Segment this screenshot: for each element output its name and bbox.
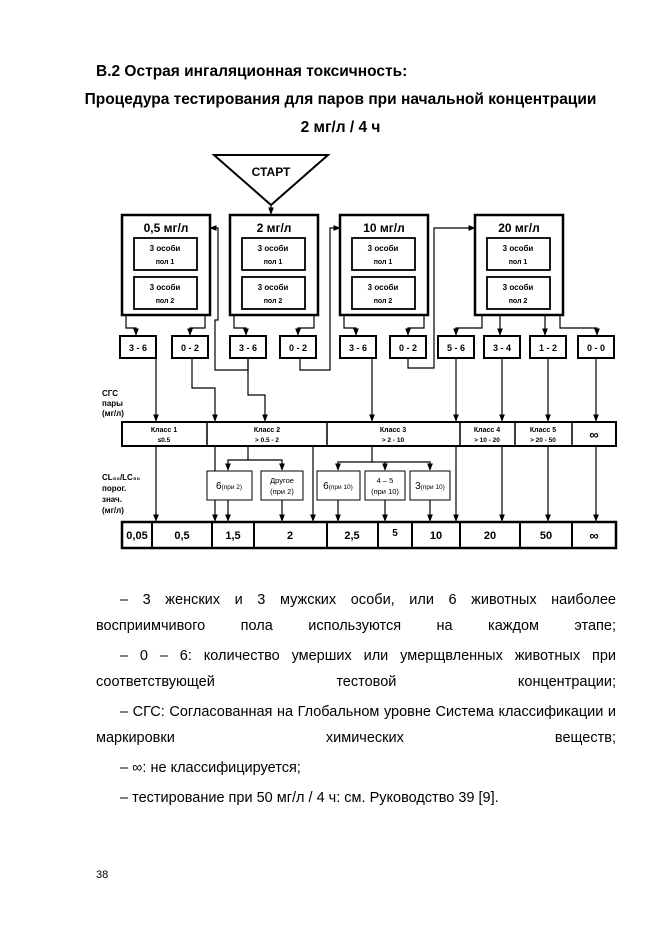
outcome-label: 3 - 4: [493, 343, 511, 353]
svg-text:3 особи: 3 особи: [503, 283, 534, 292]
class-name: Класс 1: [151, 427, 177, 434]
stage-concentration: 20 мг/л: [498, 221, 540, 235]
svg-text:6(при 2): 6(при 2): [216, 481, 242, 492]
scale-value: 50: [540, 530, 552, 542]
svg-text:пол 2: пол 2: [374, 298, 393, 305]
svg-text:3(при 10): 3(при 10): [415, 481, 445, 492]
svg-text:пол 2: пол 2: [509, 298, 528, 305]
scale-value: 10: [430, 530, 442, 542]
stage-concentration: 0,5 мг/л: [144, 221, 189, 235]
section-heading: B.2 Острая ингаляционная токсичность:: [96, 63, 408, 80]
stage-box-4: 20 мг/л 3 особи пол 1 3 особи пол 2: [473, 213, 565, 317]
class-range: > 2 - 10: [382, 437, 405, 444]
svg-text:3 особи: 3 особи: [368, 283, 399, 292]
svg-text:пол 1: пол 1: [509, 259, 528, 266]
svg-text:CL₅₀/LC₅₀: CL₅₀/LC₅₀: [102, 473, 140, 482]
svg-text:3 особи: 3 особи: [258, 244, 289, 253]
svg-text:порог.: порог.: [102, 484, 126, 493]
class-range: ≤0.5: [158, 437, 171, 444]
note-item: – СГС: Согласованная на Глобальном уровн…: [96, 704, 616, 746]
class-range: > 0.5 - 2: [255, 437, 279, 444]
outcome-label: 1 - 2: [539, 343, 557, 353]
page-number: 38: [96, 869, 109, 881]
scale-value: ∞: [589, 528, 598, 543]
class-range: > 20 - 50: [530, 437, 556, 444]
outcome-label: 3 - 6: [129, 343, 147, 353]
note-item: – 3 женских и 3 мужских особи, или 6 жив…: [96, 592, 616, 634]
svg-text:(мг/л): (мг/л): [102, 506, 124, 515]
scale-value: 5: [392, 528, 398, 539]
class-range: > 10 - 20: [474, 437, 500, 444]
start-triangle: [211, 154, 331, 207]
scale-value: 2,5: [344, 530, 359, 542]
svg-text:(при 10): (при 10): [371, 487, 399, 496]
procedure-title-concentration: 2 мг/л / 4 ч: [300, 119, 381, 136]
svg-text:3 особи: 3 особи: [503, 244, 534, 253]
outcome-label: 0 - 2: [289, 343, 307, 353]
svg-text:3 особи: 3 особи: [258, 283, 289, 292]
stage-box-1: 0,5 мг/л 3 особи пол 1 3 особи пол 2: [120, 213, 212, 317]
note-item: – тестирование при 50 мг/л / 4 ч: см. Ру…: [120, 790, 499, 806]
svg-text:пол 2: пол 2: [156, 298, 175, 305]
scale-value: 1,5: [225, 530, 240, 542]
scale-value: 2: [287, 530, 293, 542]
svg-text:4 – 5: 4 – 5: [377, 476, 394, 485]
svg-text:(мг/л): (мг/л): [102, 409, 124, 418]
svg-text:СГС: СГС: [102, 389, 118, 398]
svg-text:пол 1: пол 1: [374, 259, 393, 266]
svg-text:пол 1: пол 1: [264, 259, 283, 266]
outcome-label: 3 - 6: [239, 343, 257, 353]
sub-outcome-boxes: 6(при 2) Другое (при 2) 6(при 10) 4 – 5 …: [206, 470, 451, 501]
lc50-scale-row: 0,05 0,5 1,5 2 2,5 5 10 20 50 ∞: [120, 520, 618, 550]
procedure-title: Процедура тестирования для паров при нач…: [84, 91, 597, 108]
scale-value: 0,5: [174, 530, 189, 542]
note-item: – ∞: не классифицируется;: [120, 760, 301, 776]
ghs-class-row: Класс 1 ≤0.5 Класс 2 > 0.5 - 2 Класс 3 >…: [121, 421, 617, 447]
stage-concentration: 2 мг/л: [257, 221, 292, 235]
svg-text:(при 2): (при 2): [270, 487, 294, 496]
scale-value: 20: [484, 530, 496, 542]
svg-text:6(при 10): 6(при 10): [323, 481, 353, 492]
outcome-label: 0 - 2: [181, 343, 199, 353]
svg-text:3 особи: 3 особи: [150, 244, 181, 253]
class-name: Класс 3: [380, 427, 406, 434]
stage-concentration: 10 мг/л: [363, 221, 405, 235]
scale-value: 0,05: [126, 530, 147, 542]
notes-list: – 3 женских и 3 мужских особи, или 6 жив…: [96, 587, 616, 815]
ghs-label: СГС пары (мг/л): [102, 389, 124, 418]
class-name: Класс 5: [530, 427, 556, 434]
outcome-row: 3 - 6 0 - 2 3 - 6 0 - 2 3 - 6 0 - 2 5 - …: [119, 335, 615, 359]
start-label: СТАРТ: [252, 165, 291, 179]
note-item: – 0 – 6: количество умерших или умерщвле…: [96, 648, 616, 690]
class-name: Класс 4: [474, 427, 500, 434]
outcome-label: 5 - 6: [447, 343, 465, 353]
outcome-label: 3 - 6: [349, 343, 367, 353]
svg-text:Другое: Другое: [270, 476, 294, 485]
stage-box-3: 10 мг/л 3 особи пол 1 3 особи пол 2: [338, 213, 430, 317]
svg-text:3 особи: 3 особи: [150, 283, 181, 292]
svg-text:пол 1: пол 1: [156, 259, 175, 266]
svg-text:пол 2: пол 2: [264, 298, 283, 305]
svg-text:знач.: знач.: [102, 495, 122, 504]
svg-text:пары: пары: [102, 399, 123, 408]
class-name: Класс 2: [254, 427, 280, 434]
outcome-label: 0 - 2: [399, 343, 417, 353]
stage-box-2: 2 мг/л 3 особи пол 1 3 особи пол 2: [228, 213, 320, 317]
svg-text:3 особи: 3 особи: [368, 244, 399, 253]
lc50-label: CL₅₀/LC₅₀ порог. знач. (мг/л): [102, 473, 140, 515]
outcome-label: 0 - 0: [587, 343, 605, 353]
class-name: ∞: [589, 427, 598, 442]
